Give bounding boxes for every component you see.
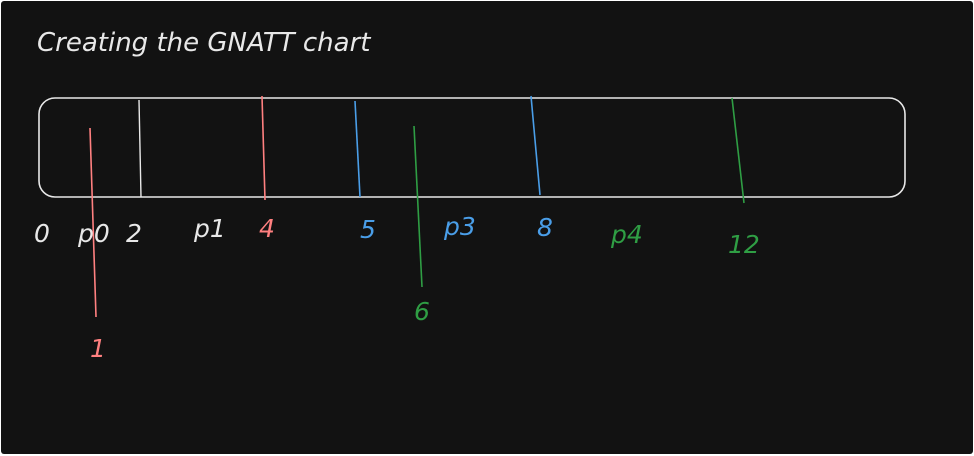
gantt-bar[interactable]: [38, 97, 906, 198]
time-label-2: 2: [126, 219, 142, 248]
time-label-5: 5: [360, 215, 376, 244]
divider-12[interactable]: [731, 97, 745, 204]
arrival-line-1[interactable]: [89, 127, 97, 318]
process-label-p1: p1: [193, 214, 226, 243]
arrival-line-6[interactable]: [413, 125, 423, 288]
process-label-p3: p3: [443, 212, 476, 241]
time-label-0: 0: [34, 219, 50, 248]
process-label-p0: p0: [77, 219, 110, 248]
divider-4[interactable]: [261, 95, 266, 201]
time-label-1: 1: [90, 334, 106, 363]
time-label-8: 8: [537, 213, 553, 242]
divider-5[interactable]: [354, 100, 361, 198]
process-label-p4: p4: [610, 220, 643, 249]
diagram-title: Creating the GNATT chart: [37, 28, 371, 58]
divider-2[interactable]: [138, 99, 142, 198]
time-label-4: 4: [259, 214, 275, 243]
time-label-12: 12: [728, 230, 760, 259]
time-label-6: 6: [414, 297, 430, 326]
divider-8[interactable]: [530, 95, 541, 196]
